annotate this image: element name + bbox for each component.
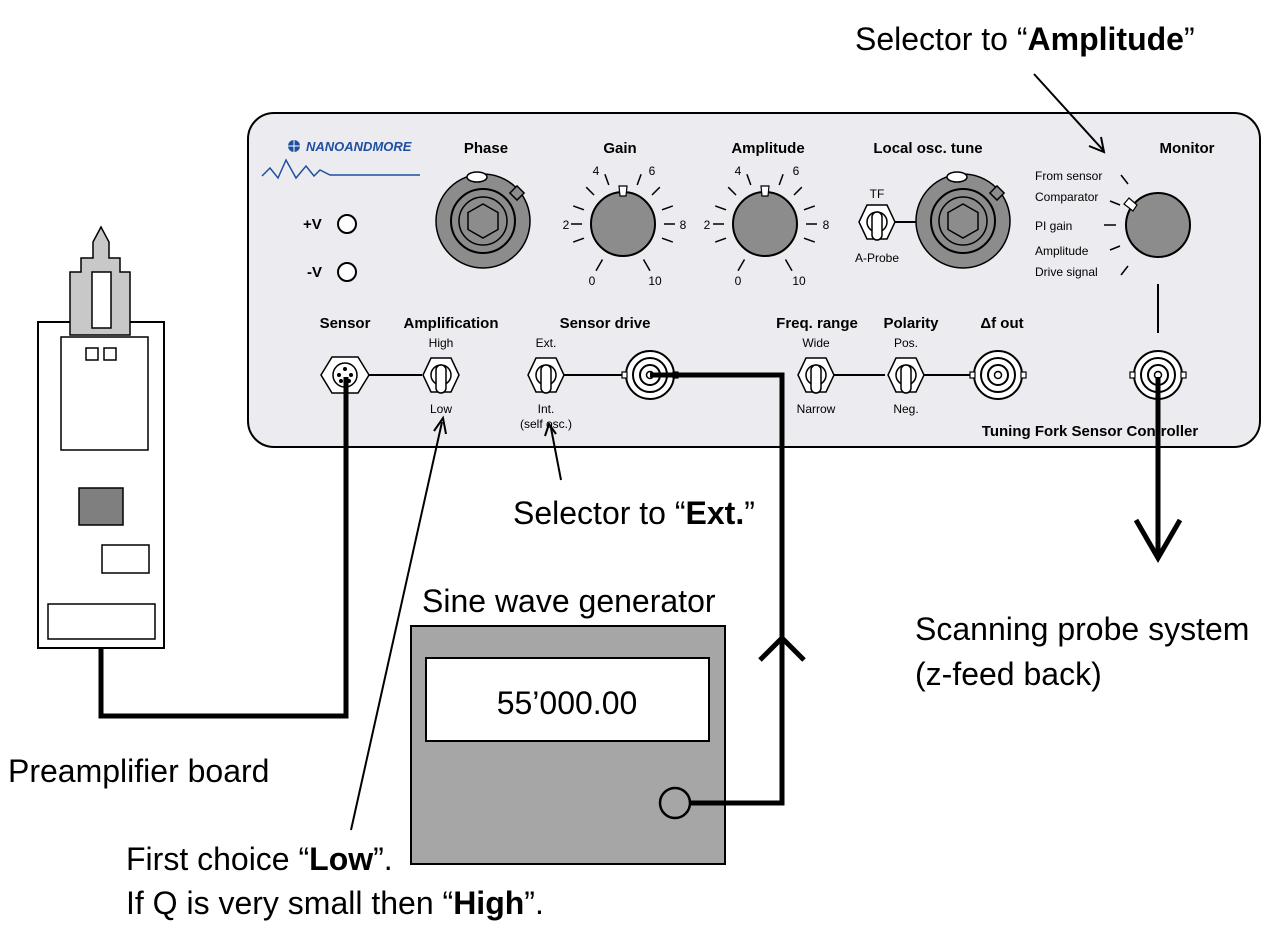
- amplitude-tick-2: 2: [704, 218, 711, 232]
- polarity-switch[interactable]: [887, 357, 925, 394]
- sensor-drive-label: Sensor drive: [560, 315, 651, 332]
- scanning-probe-label-2: (z-feed back): [915, 656, 1102, 692]
- preamp-chip: [78, 487, 124, 526]
- phase-label: Phase: [464, 140, 508, 157]
- monitor-selector-knob[interactable]: [1104, 174, 1191, 276]
- gain-tick-6: 6: [649, 164, 656, 178]
- low-annotation-arrow: [350, 421, 443, 831]
- power-minus-led: [337, 262, 357, 282]
- amplification-switch[interactable]: [422, 357, 460, 394]
- gain-tick-8: 8: [680, 218, 687, 232]
- amplitude-tick-4: 4: [735, 164, 742, 178]
- local-osc-knob[interactable]: [915, 171, 1011, 269]
- phase-knob[interactable]: [435, 171, 531, 269]
- amplitude-annotation-arrow: [1033, 73, 1104, 151]
- polarity-neg: Neg.: [893, 402, 918, 416]
- sensor-label: Sensor: [320, 315, 371, 332]
- sensor-drive-self-osc: (self osc.): [520, 417, 572, 431]
- polarity-label: Polarity: [883, 315, 939, 332]
- amplitude-tick-8: 8: [823, 218, 830, 232]
- generator-title: Sine wave generator: [422, 583, 716, 619]
- gain-tick-4: 4: [593, 164, 600, 178]
- monitor-option-drive-signal: Drive signal: [1035, 265, 1098, 279]
- preamp-label: Preamplifier board: [8, 753, 269, 789]
- amplitude-selector-annotation: Selector to “Amplitude”: [855, 21, 1195, 57]
- ext-selector-annotation: Selector to “Ext.”: [513, 495, 755, 531]
- amplitude-tick-0: 0: [735, 274, 742, 288]
- controller-panel: [247, 112, 1261, 448]
- amplitude-tick-10: 10: [792, 274, 806, 288]
- generator-cable: [650, 372, 785, 806]
- sensor-connector[interactable]: [320, 356, 370, 394]
- sensor-drive-ext: Ext.: [536, 336, 557, 350]
- power-plus-led: [337, 214, 357, 234]
- ext-annotation-arrow: [550, 427, 562, 481]
- gain-label: Gain: [603, 140, 636, 157]
- first-choice-annotation: First choice “Low”.: [126, 841, 393, 877]
- generator-cable-arrowhead: [758, 634, 806, 662]
- if-q-annotation: If Q is very small then “High”.: [126, 885, 544, 921]
- sensor-drive-switch[interactable]: [527, 357, 565, 394]
- local-osc-switch-top: TF: [870, 187, 885, 201]
- monitor-option-amplitude: Amplitude: [1035, 244, 1089, 258]
- df-out-label: Δf out: [980, 315, 1023, 332]
- brand-name: NANOANDMORE: [306, 139, 412, 154]
- monitor-option-from-sensor: From sensor: [1035, 169, 1102, 183]
- brand-logo: NANOANDMORE: [261, 139, 420, 180]
- scanning-probe-label-1: Scanning probe system: [915, 611, 1249, 647]
- controller-name: Tuning Fork Sensor Controller: [982, 423, 1199, 440]
- freq-range-wide: Wide: [802, 336, 830, 350]
- monitor-output-arrowhead: [1133, 518, 1183, 563]
- freq-range-label: Freq. range: [776, 315, 858, 332]
- local-osc-switch[interactable]: [858, 204, 896, 241]
- gain-tick-10: 10: [648, 274, 662, 288]
- local-osc-switch-bottom: A-Probe: [855, 251, 899, 265]
- power-minus-label: -V: [307, 264, 322, 281]
- generator-display-value: 55’000.00: [497, 685, 638, 721]
- generator-display: [425, 657, 710, 742]
- amplification-label: Amplification: [403, 315, 498, 332]
- freq-range-narrow: Narrow: [797, 402, 836, 416]
- freq-range-switch[interactable]: [797, 357, 835, 394]
- amplitude-label: Amplitude: [731, 140, 804, 157]
- amplitude-tick-6: 6: [793, 164, 800, 178]
- monitor-option-comparator: Comparator: [1035, 190, 1098, 204]
- gain-tick-2: 2: [563, 218, 570, 232]
- preamp-cable: [98, 377, 349, 719]
- power-plus-label: +V: [303, 216, 322, 233]
- amplification-high: High: [429, 336, 454, 350]
- amplification-low: Low: [430, 402, 452, 416]
- sensor-drive-int: Int.: [538, 402, 555, 416]
- polarity-pos: Pos.: [894, 336, 918, 350]
- monitor-label: Monitor: [1160, 140, 1215, 157]
- preamplifier-board: [37, 225, 165, 649]
- monitor-option-pi-gain: PI gain: [1035, 219, 1072, 233]
- gain-tick-0: 0: [589, 274, 596, 288]
- local-osc-label: Local osc. tune: [873, 140, 982, 157]
